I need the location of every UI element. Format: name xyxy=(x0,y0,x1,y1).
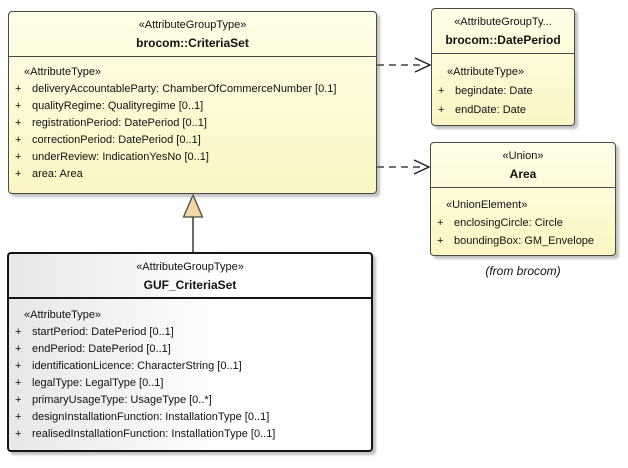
visibility-marker: + xyxy=(15,168,22,180)
from-package-note: (from brocom) xyxy=(485,264,561,278)
class-area-union[interactable]: «Union» Area «UnionElement» + enclosingC… xyxy=(430,142,616,256)
attribute-row: + boundingBox: GM_Envelope xyxy=(431,232,615,250)
visibility-marker: + xyxy=(15,377,22,389)
visibility-marker: + xyxy=(15,100,22,112)
visibility-marker: + xyxy=(437,235,444,247)
attribute-text: designInstallationFunction: Installation… xyxy=(32,411,270,423)
attribute-row: + area: Area xyxy=(9,166,376,183)
attribute-text: endDate: Date xyxy=(455,104,526,116)
attribute-text: underReview: IndicationYesNo [0..1] xyxy=(32,151,209,163)
attributes-compartment: «UnionElement» + enclosingCircle: Circle… xyxy=(431,188,615,250)
visibility-marker: + xyxy=(438,104,445,116)
attribute-text: correctionPeriod: DatePeriod [0..1] xyxy=(32,134,201,146)
attribute-section-label: «AttributeType» xyxy=(24,66,102,78)
attributes-compartment: «AttributeType» + startPeriod: DatePerio… xyxy=(9,299,371,443)
attribute-row: + endDate: Date xyxy=(432,101,574,120)
attributes-compartment: «AttributeType» + deliveryAccountablePar… xyxy=(9,57,376,183)
attribute-text: qualityRegime: Qualityregime [0..1] xyxy=(32,100,204,112)
class-title: «Union» Area xyxy=(431,143,615,188)
class-name: brocom::DatePeriod xyxy=(445,33,561,47)
attribute-row: + designInstallationFunction: Installati… xyxy=(9,409,371,426)
class-brocom-dateperiod[interactable]: «AttributeGroupTy... brocom::DatePeriod … xyxy=(431,8,575,126)
open-arrowhead-icon xyxy=(414,57,432,73)
attribute-row: + enclosingCircle: Circle xyxy=(431,214,615,232)
attribute-row: + begindate: Date xyxy=(432,82,574,101)
class-name: GUF_CriteriaSet xyxy=(143,278,237,292)
attribute-text: primaryUsageType: UsageType [0..*] xyxy=(32,394,212,406)
attribute-section-label: «AttributeType» xyxy=(447,66,525,78)
attribute-row: + deliveryAccountableParty: ChamberOfCom… xyxy=(9,81,376,98)
class-stereotype: «AttributeGroupType» xyxy=(136,261,244,273)
attribute-text: enclosingCircle: Circle xyxy=(454,217,563,229)
attribute-row: + endPeriod: DatePeriod [0..1] xyxy=(9,341,371,358)
attribute-row: + correctionPeriod: DatePeriod [0..1] xyxy=(9,132,376,149)
attribute-text: identificationLicence: CharacterString [… xyxy=(32,360,242,372)
attribute-text: realisedInstallationFunction: Installati… xyxy=(32,428,276,440)
attribute-text: startPeriod: DatePeriod [0..1] xyxy=(32,326,174,338)
attribute-row: + primaryUsageType: UsageType [0..*] xyxy=(9,392,371,409)
class-title: «AttributeGroupTy... brocom::DatePeriod xyxy=(432,9,574,54)
class-stereotype: «Union» xyxy=(502,150,544,162)
open-arrowhead-icon xyxy=(413,159,431,175)
generalization-arrow[interactable] xyxy=(182,193,204,252)
visibility-marker: + xyxy=(15,411,22,423)
visibility-marker: + xyxy=(15,343,22,355)
attribute-row: + identificationLicence: CharacterString… xyxy=(9,358,371,375)
visibility-marker: + xyxy=(15,151,22,163)
class-brocom-criteriaset[interactable]: «AttributeGroupType» brocom::CriteriaSet… xyxy=(8,11,377,194)
attribute-text: legalType: LegalType [0..1] xyxy=(32,377,164,389)
visibility-marker: + xyxy=(438,85,445,97)
visibility-marker: + xyxy=(15,83,22,95)
visibility-marker: + xyxy=(15,394,22,406)
attribute-text: endPeriod: DatePeriod [0..1] xyxy=(32,343,171,355)
class-name: brocom::CriteriaSet xyxy=(136,36,249,50)
visibility-marker: + xyxy=(15,326,22,338)
dependency-arrow-dateperiod[interactable] xyxy=(377,57,432,73)
class-stereotype: «AttributeGroupType» xyxy=(138,19,247,31)
attribute-row: + registrationPeriod: DatePeriod [0..1] xyxy=(9,115,376,132)
class-title: «AttributeGroupType» brocom::CriteriaSet xyxy=(9,12,376,57)
visibility-marker: + xyxy=(15,360,22,372)
attribute-row: + qualityRegime: Qualityregime [0..1] xyxy=(9,98,376,115)
visibility-marker: + xyxy=(15,428,22,440)
visibility-marker: + xyxy=(437,217,444,229)
generalization-triangle-icon xyxy=(182,193,204,218)
class-name: Area xyxy=(509,167,537,181)
attribute-text: area: Area xyxy=(32,168,83,180)
visibility-marker: + xyxy=(15,134,22,146)
attribute-text: registrationPeriod: DatePeriod [0..1] xyxy=(32,117,207,129)
attribute-row: + realisedInstallationFunction: Installa… xyxy=(9,426,371,443)
class-stereotype: «AttributeGroupTy... xyxy=(454,16,552,28)
class-guf-criteriaset[interactable]: «AttributeGroupType» GUF_CriteriaSet «At… xyxy=(7,252,373,452)
class-title: «AttributeGroupType» GUF_CriteriaSet xyxy=(9,254,371,299)
attribute-section-label: «UnionElement» xyxy=(446,199,528,211)
attribute-text: deliveryAccountableParty: ChamberOfComme… xyxy=(32,83,337,95)
attribute-text: boundingBox: GM_Envelope xyxy=(454,235,595,247)
attribute-section-label: «AttributeType» xyxy=(24,309,102,321)
attributes-compartment: «AttributeType» + begindate: Date + endD… xyxy=(432,54,574,120)
attribute-text: begindate: Date xyxy=(455,85,533,97)
attribute-row: + underReview: IndicationYesNo [0..1] xyxy=(9,149,376,166)
visibility-marker: + xyxy=(15,117,22,129)
attribute-row: + legalType: LegalType [0..1] xyxy=(9,375,371,392)
attribute-row: + startPeriod: DatePeriod [0..1] xyxy=(9,324,371,341)
dependency-arrow-area[interactable] xyxy=(377,159,431,175)
